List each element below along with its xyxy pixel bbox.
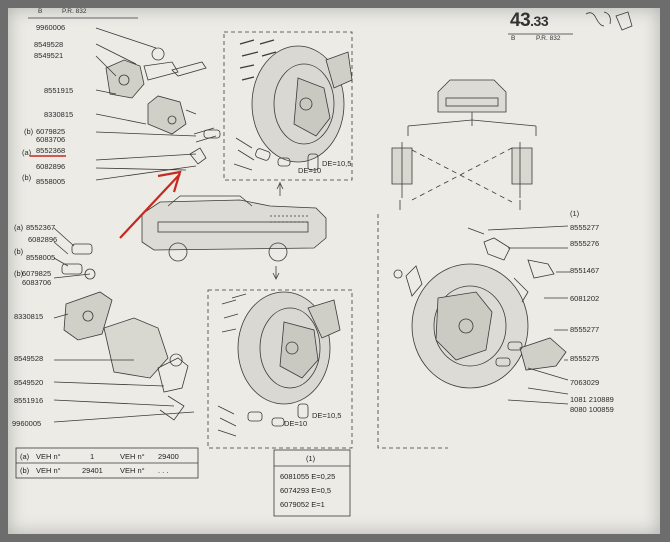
legend-num: 1 [90,452,95,461]
part-label: 8080 100859 [570,405,614,414]
legend-text: VEH n° [36,466,61,475]
brake-exploded-diagram [15,11,633,517]
page-number: 43.33 [510,10,549,31]
dimension-label: DE=10 [298,166,322,175]
shim-table-row: 6074293 E=0,5 [280,486,332,495]
legend-key: (a) [20,452,30,461]
part-label: 6079825 [22,269,52,278]
part-label: 1081 210889 [570,395,614,404]
marker: (a) [22,148,32,157]
part-label: 6081202 [570,294,600,303]
shim-table-header: (1) [306,454,316,463]
part-label: 8555276 [570,239,600,248]
part-label: 8549521 [34,51,64,60]
marker: (b) [22,173,32,182]
legend-text: VEH n° [120,452,145,461]
part-label: 8558005 [26,253,56,262]
part-label: 6082896 [36,162,66,171]
legend-key: (b) [20,466,30,475]
part-label: 8549528 [34,40,64,49]
catalog-page: B P.R. 832 43.33 B P.R. 832 [8,8,660,534]
shim-table-row: 6081055 E=0,25 [280,472,336,481]
part-label: 8555277 [570,223,600,232]
header-left-code: B [38,8,43,15]
header-right-code: B [511,35,516,42]
part-label: 8549520 [14,378,44,387]
part-label: 9960005 [12,419,42,428]
marker: (b) [14,269,24,278]
part-label: 8330815 [44,110,74,119]
legend-num: 29400 [158,452,179,461]
marker: (b) [14,247,24,256]
part-label: 8555275 [570,354,600,363]
part-label: 6082896 [28,235,58,244]
part-label: 6079825 [36,127,66,136]
part-label-highlighted: 8552368 [36,146,66,155]
marker: (b) [24,127,34,136]
part-label: 9960006 [36,23,66,32]
part-label: 7063029 [570,378,600,387]
header-left-ref: P.R. 832 [62,8,87,15]
part-label: (1) [570,209,580,218]
legend-text: VEH n° [120,466,145,475]
part-label: 8555277 [570,325,600,334]
part-label: 6083706 [36,135,66,144]
red-annotation-arrow [30,155,182,239]
part-label: 8558005 [36,177,66,186]
part-label: 8549528 [14,354,44,363]
dimension-label: DE=10,5 [322,159,352,168]
part-label: 8330815 [14,312,44,321]
dimension-label: DE=10 [284,419,308,428]
part-label: 8552367 [26,223,56,232]
part-label: 8551916 [14,396,44,405]
part-label: 8551915 [44,86,74,95]
shim-table-row: 6079052 E=1 [280,500,325,509]
header-right-ref: P.R. 832 [536,35,561,42]
legend-num: 29401 [82,466,103,475]
legend-text: VEH n° [36,452,61,461]
dimension-label: DE=10,5 [312,411,342,420]
legend-num: . . . [158,466,169,475]
marker: (a) [14,223,24,232]
part-label: 6083706 [22,278,52,287]
part-label: 8551467 [570,266,600,275]
